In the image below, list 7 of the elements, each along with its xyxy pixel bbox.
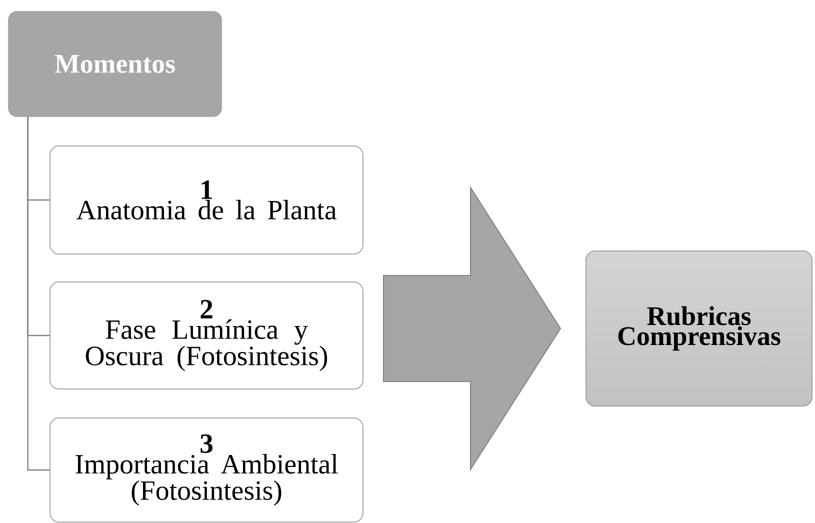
process-box: 3 Importancia Ambiental (Fotosintesis) <box>50 417 364 522</box>
connector-line <box>27 117 50 471</box>
process-box: 1 Anatomia de la Planta <box>50 145 364 254</box>
block-arrow <box>383 186 562 472</box>
process-box: 2 Fase Lumínica y Oscura (Fotosintesis) <box>50 281 364 390</box>
result-box: Rubricas Comprensivas <box>586 250 812 406</box>
header-box: Momentos <box>8 11 222 117</box>
